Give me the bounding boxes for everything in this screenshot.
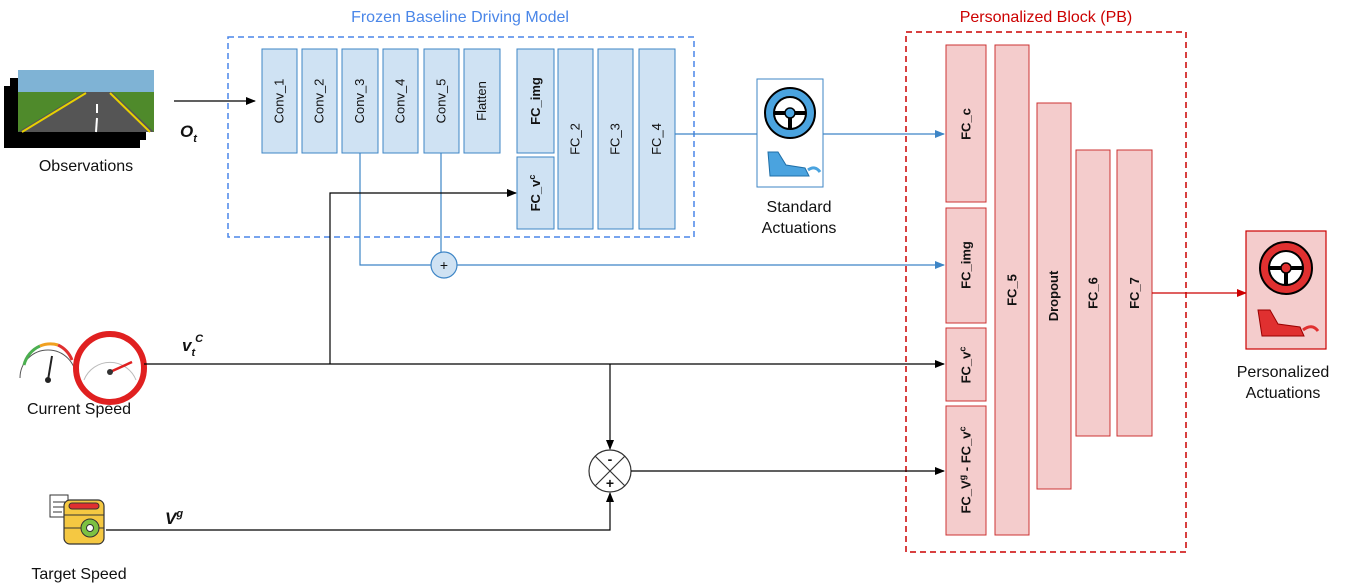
pb-layer-fc5: FC_5 — [994, 44, 1030, 536]
layer-conv4: Conv_4 — [382, 48, 419, 154]
pb-layer-dropout: Dropout — [1036, 102, 1072, 490]
layer-flatten: Flatten — [463, 48, 501, 154]
layer-fc4: FC_4 — [638, 48, 676, 230]
personalized-actuations-line2: Actuations — [1246, 385, 1321, 402]
pb-layer-fc-diff-a-sup: g — [958, 475, 968, 481]
obs-signal-label: Ot — [180, 122, 198, 145]
pb-layer-fc6-label: FC_6 — [1086, 277, 1101, 309]
layer-fc-img-label: FC_img — [528, 77, 543, 125]
standard-actuations-line1: Standard — [767, 199, 832, 216]
target-speed-line — [106, 492, 614, 531]
standard-actuation-icon — [756, 78, 824, 188]
layer-fc-v-sup: c — [527, 175, 537, 180]
layer-conv5-label: Conv_5 — [434, 79, 449, 124]
sum-node-plus: + — [440, 257, 448, 273]
tgt-signal-main: V — [165, 509, 178, 528]
standard-actuations-line2: Actuations — [762, 220, 837, 237]
layer-fc2: FC_2 — [557, 48, 594, 230]
frozen-model-box — [227, 36, 695, 238]
layer-conv3: Conv_3 — [341, 48, 379, 154]
layer-conv2-label: Conv_2 — [312, 79, 327, 124]
pb-layer-fc5-label: FC_5 — [1005, 274, 1020, 306]
layer-conv5: Conv_5 — [423, 48, 460, 154]
difference-node: - + — [588, 449, 632, 493]
obs-signal-main: O — [180, 122, 193, 141]
speedometer-icon — [19, 331, 147, 405]
conv3-skip-line — [359, 153, 431, 266]
frozen-model-title: Frozen Baseline Driving Model — [351, 9, 569, 26]
diff-node-plus: + — [606, 475, 614, 491]
pb-layer-fc-img-label: FC_img — [959, 241, 974, 289]
personalized-actuations-line1: Personalized — [1237, 364, 1330, 381]
pb-layer-dropout-label: Dropout — [1046, 270, 1061, 321]
pb-layer-fc-v: FC_vc — [945, 327, 987, 402]
target-speed-signal: Vg — [165, 508, 183, 528]
observations-label: Observations — [39, 158, 133, 175]
current-speed-signal: vtC — [182, 333, 204, 359]
target-speed-label: Target Speed — [31, 566, 126, 583]
tgt-signal-sup: g — [175, 508, 183, 520]
layer-conv1-label: Conv_1 — [272, 79, 287, 124]
current-speed-to-baseline-fcv — [329, 189, 517, 364]
road-image-icon — [4, 70, 154, 148]
pb-layer-fc-c-label: FC_c — [959, 108, 974, 140]
personalized-block-title: Personalized Block (PB) — [960, 9, 1133, 26]
pb-layer-fc-c: FC_c — [945, 44, 987, 203]
layer-fc-v-label: FC_v — [528, 179, 543, 212]
cur-signal-sup: C — [195, 333, 204, 345]
pb-layer-fc7: FC_7 — [1116, 149, 1153, 437]
layer-fc-img: FC_img — [516, 48, 555, 154]
cur-signal-main: v — [182, 336, 193, 355]
layer-fc2-label: FC_2 — [568, 123, 583, 155]
cur-signal-sub: t — [191, 347, 196, 359]
pb-layer-fc-diff: FC_Vg - FC_vc — [945, 405, 987, 536]
pb-layer-fc6: FC_6 — [1075, 149, 1111, 437]
layer-fc-v: FC_vc — [516, 156, 555, 230]
layer-fc4-label: FC_4 — [649, 123, 664, 155]
sum-node: + — [430, 251, 458, 279]
layer-conv2: Conv_2 — [301, 48, 338, 154]
layer-fc3: FC_3 — [597, 48, 634, 230]
pb-layer-fc-img: FC_img — [945, 207, 987, 324]
svg-text:FC_Vg - FC_vc: FC_Vg - FC_vc — [958, 426, 974, 513]
diff-node-minus: - — [608, 451, 613, 467]
pb-layer-fc-diff-mid: - FC_v — [959, 431, 974, 475]
target-speed-icon — [49, 494, 105, 545]
svg-text:FC_vc: FC_vc — [527, 175, 543, 212]
pb-layer-fc7-label: FC_7 — [1127, 277, 1142, 309]
personalized-block-box — [905, 31, 1187, 553]
obs-signal-sub: t — [193, 133, 198, 145]
pb-layer-fc-diff-a: FC_V — [959, 480, 974, 514]
layer-conv1: Conv_1 — [261, 48, 298, 154]
layer-flatten-label: Flatten — [474, 81, 489, 121]
svg-text:FC_vc: FC_vc — [958, 347, 974, 384]
layer-fc3-label: FC_3 — [608, 123, 623, 155]
personalized-actuation-icon — [1245, 230, 1327, 350]
pb-layer-fc-diff-b-sup: c — [958, 426, 968, 431]
current-speed-label: Current Speed — [27, 401, 131, 418]
layer-conv3-label: Conv_3 — [352, 79, 367, 124]
pb-layer-fc-v-sup: c — [958, 347, 968, 352]
layer-conv4-label: Conv_4 — [393, 79, 408, 124]
pb-layer-fc-v-label: FC_v — [959, 351, 974, 384]
